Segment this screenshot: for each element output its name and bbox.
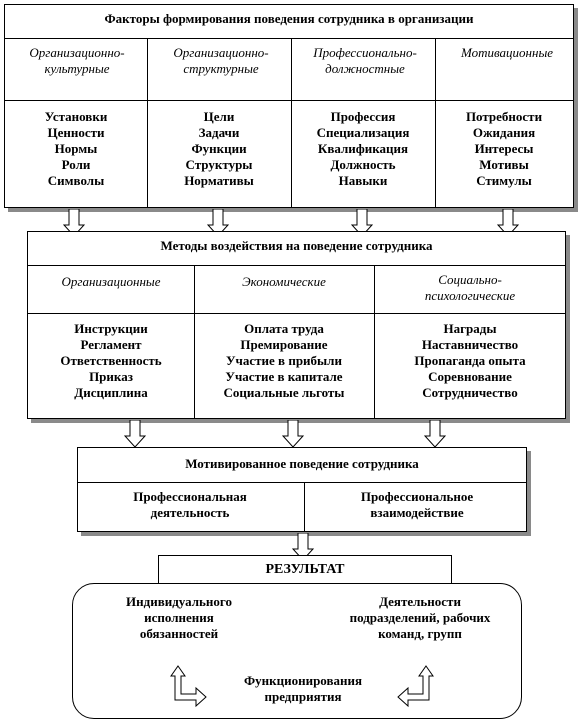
factors-title: Факторы формирования поведения сотрудник… xyxy=(104,11,474,26)
list-item: Пропаганда опыта xyxy=(414,353,526,368)
divider xyxy=(194,265,195,419)
result-box: РЕЗУЛЬТАТ xyxy=(158,555,452,585)
list-item: Инструкции xyxy=(74,321,148,336)
list-item: Задачи xyxy=(198,125,240,140)
list-item: Символы xyxy=(47,173,105,188)
down-arrow-icon xyxy=(207,209,229,237)
list-item: Нормативы xyxy=(184,173,254,188)
list-item: Ожидания xyxy=(472,125,536,140)
result-title: РЕЗУЛЬТАТ xyxy=(265,562,345,577)
method-heading-sociopsychological: Социально-психологические xyxy=(424,272,516,303)
list-item: Премирование xyxy=(240,337,328,352)
list-item: Награды xyxy=(443,321,497,336)
down-arrow-icon xyxy=(282,420,304,448)
list-item: Цели xyxy=(203,109,235,124)
list-item: Установки xyxy=(44,109,108,124)
list-item: Сотрудничество xyxy=(422,385,518,400)
list-item: Роли xyxy=(61,157,91,172)
divider xyxy=(291,38,292,208)
list-item: Ответственность xyxy=(60,353,162,368)
methods-title: Методы воздействия на поведение сотрудни… xyxy=(160,238,433,253)
divider xyxy=(5,38,573,39)
divider xyxy=(28,313,565,314)
list-item: Нормы xyxy=(54,141,98,156)
list-item: Социальные льготы xyxy=(223,385,345,400)
factor-heading-motivational: Мотивационные xyxy=(460,45,554,60)
down-arrow-icon xyxy=(424,420,446,448)
list-item: Участие в прибыли xyxy=(226,353,342,368)
outcome-box: Индивидуального исполнения обязанностей … xyxy=(72,583,522,719)
down-arrow-icon xyxy=(497,209,519,237)
behavior-title: Мотивированное поведение сотрудника xyxy=(185,456,419,471)
method-list-organizational: Инструкции Регламент Ответственность При… xyxy=(28,321,194,401)
factor-heading-structural: Организационно-структурные xyxy=(173,45,269,76)
list-item: Ценности xyxy=(47,125,105,140)
list-item: Оплата труда xyxy=(244,321,324,336)
divider xyxy=(5,100,573,101)
factors-box: Факторы формирования поведения сотрудник… xyxy=(4,4,574,208)
outcome-individual: Индивидуального исполнения обязанностей xyxy=(126,594,232,641)
list-item: Мотивы xyxy=(479,157,529,172)
list-item: Функции xyxy=(191,141,247,156)
factor-heading-cultural: Организационно-культурные xyxy=(29,45,125,76)
down-arrow-icon xyxy=(63,209,85,237)
list-item: Профессия xyxy=(330,109,396,124)
outcome-teams: Деятельности подразделений, рабочих кома… xyxy=(349,594,491,641)
method-list-economic: Оплата труда Премирование Участие в приб… xyxy=(194,321,374,401)
list-item: Приказ xyxy=(89,369,133,384)
list-item: Должность xyxy=(330,157,396,172)
list-item: Структуры xyxy=(185,157,253,172)
list-item: Дисциплина xyxy=(74,385,148,400)
list-item: Участие в капитале xyxy=(225,369,343,384)
list-item: Интересы xyxy=(474,141,534,156)
list-item: Регламент xyxy=(80,337,142,352)
factor-heading-professional: Профессионально-должностные xyxy=(313,45,417,76)
divider xyxy=(78,482,526,483)
list-item: Соревнование xyxy=(428,369,512,384)
list-item: Стимулы xyxy=(476,173,532,188)
down-arrow-icon xyxy=(124,420,146,448)
divider xyxy=(435,38,436,208)
behavior-professional-interaction: Профессиональное взаимодействие xyxy=(360,489,474,520)
factor-list-motivational: Потребности Ожидания Интересы Мотивы Сти… xyxy=(435,109,573,189)
divider xyxy=(28,265,565,266)
outcome-enterprise: Функционирования предприятия xyxy=(243,673,363,704)
list-item: Наставничество xyxy=(421,337,519,352)
factor-list-cultural: Установки Ценности Нормы Роли Символы xyxy=(5,109,147,189)
divider xyxy=(374,265,375,419)
down-arrow-icon xyxy=(351,209,373,237)
list-item: Потребности xyxy=(465,109,543,124)
bent-arrow-icon xyxy=(397,665,434,708)
method-heading-organizational: Организационные xyxy=(61,274,161,289)
behavior-box: Мотивированное поведение сотрудника Проф… xyxy=(77,447,527,532)
bent-arrow-icon xyxy=(170,665,207,708)
method-heading-economic: Экономические xyxy=(242,274,326,289)
list-item: Квалификация xyxy=(317,141,409,156)
factor-list-structural: Цели Задачи Функции Структуры Нормативы xyxy=(147,109,291,189)
divider xyxy=(147,38,148,208)
list-item: Навыки xyxy=(338,173,388,188)
behavior-professional-activity: Профессиональная деятельность xyxy=(133,489,247,520)
down-arrow-icon xyxy=(292,533,314,561)
methods-box: Методы воздействия на поведение сотрудни… xyxy=(27,231,566,419)
method-list-sociopsychological: Награды Наставничество Пропаганда опыта … xyxy=(374,321,566,401)
factor-list-professional: Профессия Специализация Квалификация Дол… xyxy=(291,109,435,189)
divider xyxy=(304,482,305,532)
list-item: Специализация xyxy=(316,125,410,140)
